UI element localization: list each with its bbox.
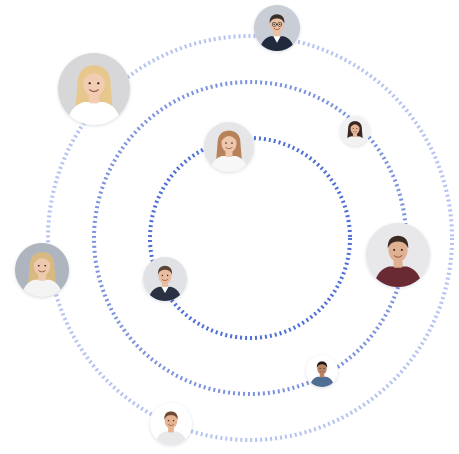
portrait-photo [58, 53, 130, 125]
avatar-blonde-woman-arms-crossed[interactable] [15, 243, 69, 297]
avatar-man-suit-tie[interactable] [143, 257, 187, 301]
avatar-bearded-man-maroon[interactable] [366, 223, 430, 287]
portrait-photo [306, 355, 338, 387]
avatar-blonde-woman-smiling[interactable] [58, 53, 130, 125]
avatar-man-denim-shirt[interactable] [306, 355, 338, 387]
portrait-photo [204, 122, 254, 172]
avatar-dark-haired-woman[interactable] [340, 116, 370, 146]
portrait-photo [15, 243, 69, 297]
portrait-photo [254, 5, 300, 51]
avatar-man-glasses-suit[interactable] [254, 5, 300, 51]
avatar-woman-white-top[interactable] [204, 122, 254, 172]
avatar-smiling-young-man[interactable] [150, 403, 192, 445]
portrait-photo [143, 257, 187, 301]
portrait-photo [366, 223, 430, 287]
portrait-photo [340, 116, 370, 146]
orbit-ring-outer [46, 34, 454, 442]
portrait-photo [150, 403, 192, 445]
orbit-ring-inner [148, 136, 352, 340]
